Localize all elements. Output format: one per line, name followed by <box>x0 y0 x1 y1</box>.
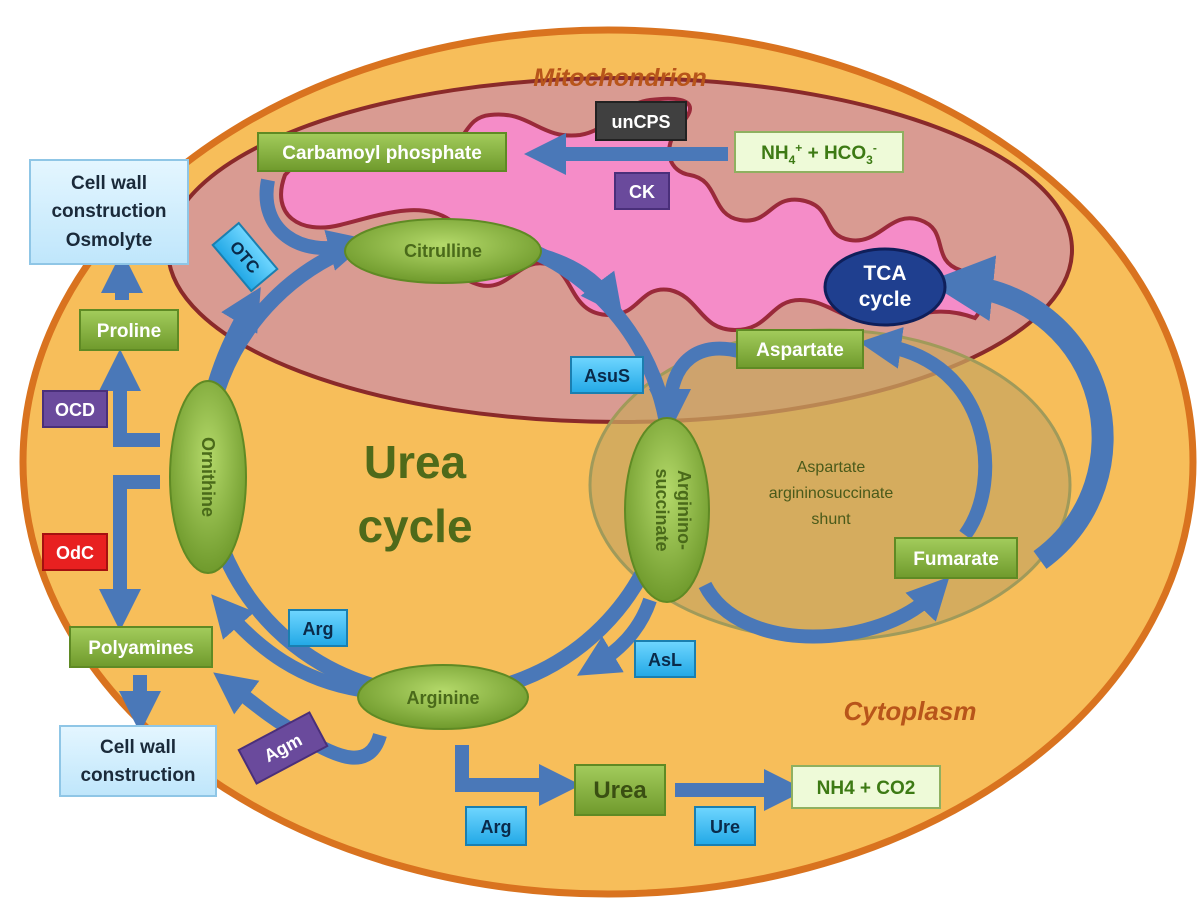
cycle-title-line1: Urea <box>364 436 467 488</box>
carbamoyl-phosphate-box: Carbamoyl phosphate <box>257 132 507 172</box>
nh4-co2-label: NH4 + CO2 <box>817 778 916 799</box>
argininosuccinate-ellipse: Arginino- succinate <box>624 417 710 603</box>
enzyme-agm: Agm <box>237 711 329 785</box>
arrow-ornithine-to-polyamines <box>99 475 160 631</box>
citrulline-ellipse: Citrulline <box>344 218 542 284</box>
cell-wall-construction-line1: Cell wall <box>100 737 176 758</box>
hco3-sub: 3 <box>866 153 873 167</box>
arrow-fumarate-to-aspartate <box>859 327 993 540</box>
enzyme-ure: Ure <box>694 806 756 846</box>
cell-wall-osmolyte-box: Cell wall construction Osmolyte <box>29 159 189 265</box>
proline-box: Proline <box>79 309 179 351</box>
arrow-argininosuccinate-to-fumarate <box>698 576 950 644</box>
ornithine-ellipse: Ornithine <box>169 380 247 574</box>
tca-label-line1: TCA <box>863 262 906 285</box>
arrow-arginine-to-ornithine <box>211 594 362 697</box>
enzyme-ck-label: CK <box>629 182 655 202</box>
arrow-aspartate-to-argininosuccinate <box>649 341 744 431</box>
arrow-arginine-to-urea <box>455 745 581 806</box>
tca-cycle-ellipse: TCA cycle <box>823 247 947 327</box>
polyamines-label: Polyamines <box>88 638 194 659</box>
cytoplasm-label: Cytoplasm <box>844 696 977 726</box>
svg-text:NH4+ + HCO3-: NH4+ + HCO3- <box>761 141 877 167</box>
arrow-fumarate-to-tca <box>927 255 1114 569</box>
arrow-argininosuccinate-to-arginine <box>576 597 657 676</box>
enzyme-ocd: OCD <box>42 390 108 428</box>
proline-label: Proline <box>97 321 161 342</box>
nh4-sub: 4 <box>789 153 796 167</box>
enzyme-odc: OdC <box>42 533 108 571</box>
arginine-label: Arginine <box>406 688 479 708</box>
enzyme-arg-cycle-label: Arg <box>303 619 334 639</box>
arrow-citrulline-to-argininosuccinate <box>538 248 623 317</box>
shunt-label-line3: shunt <box>811 511 851 528</box>
urea-label: Urea <box>593 777 647 804</box>
enzyme-asus-label: AsuS <box>584 366 630 386</box>
fumarate-box: Fumarate <box>894 537 1018 579</box>
enzyme-otc: OTC <box>211 221 279 293</box>
enzyme-ure-label: Ure <box>710 817 740 837</box>
ornithine-label: Ornithine <box>198 437 218 517</box>
nh4-co2-box: NH4 + CO2 <box>791 765 941 809</box>
tca-label-line2: cycle <box>859 288 912 311</box>
arginine-ellipse: Arginine <box>357 664 529 730</box>
carbamoyl-phosphate-label: Carbamoyl phosphate <box>282 143 482 164</box>
cycle-title-line2: cycle <box>357 500 472 552</box>
enzyme-asus: AsuS <box>570 356 644 394</box>
cell-wall-osmolyte-line2: construction <box>51 201 166 222</box>
enzyme-ck: CK <box>614 172 670 210</box>
cell-wall-osmolyte-line3: Osmolyte <box>66 230 153 251</box>
plus-hco3: + HCO <box>802 143 866 164</box>
shunt-label-line1: Aspartate <box>797 459 866 476</box>
enzyme-arg-cycle: Arg <box>288 609 348 647</box>
enzyme-asl: AsL <box>634 640 696 678</box>
nh4-base: NH <box>761 143 788 164</box>
argininosuccinate-label-line1: Arginino- <box>674 470 694 550</box>
polyamines-box: Polyamines <box>69 626 213 668</box>
urea-box: Urea <box>574 764 666 816</box>
argininosuccinate-label-line2: succinate <box>652 468 672 551</box>
nh4-hco3-box: NH4+ + HCO3- <box>734 131 904 173</box>
arrow-carbamoyl-to-citrulline <box>259 178 371 271</box>
arrow-ornithine-to-proline <box>99 349 160 447</box>
cell-wall-construction-box: Cell wall construction <box>59 725 217 797</box>
enzyme-uncps-label: unCPS <box>611 112 670 132</box>
nh4-sup: + <box>795 141 802 155</box>
fumarate-label: Fumarate <box>913 549 999 570</box>
aspartate-box: Aspartate <box>736 329 864 369</box>
enzyme-arg-urea: Arg <box>465 806 527 846</box>
aspartate-label: Aspartate <box>756 340 844 361</box>
cell-wall-construction-line2: construction <box>80 765 195 786</box>
enzyme-uncps: unCPS <box>595 101 687 141</box>
enzyme-arg-urea-label: Arg <box>481 817 512 837</box>
mitochondrion-label: Mitochondrion <box>533 64 707 92</box>
cell-wall-osmolyte-line1: Cell wall <box>71 173 147 194</box>
hco3-sup: - <box>873 141 877 155</box>
enzyme-ocd-label: OCD <box>55 400 95 420</box>
enzyme-odc-label: OdC <box>56 543 94 563</box>
citrulline-label: Citrulline <box>404 241 482 261</box>
shunt-label-line2: argininosuccinate <box>769 485 894 502</box>
enzyme-asl-label: AsL <box>648 650 682 670</box>
